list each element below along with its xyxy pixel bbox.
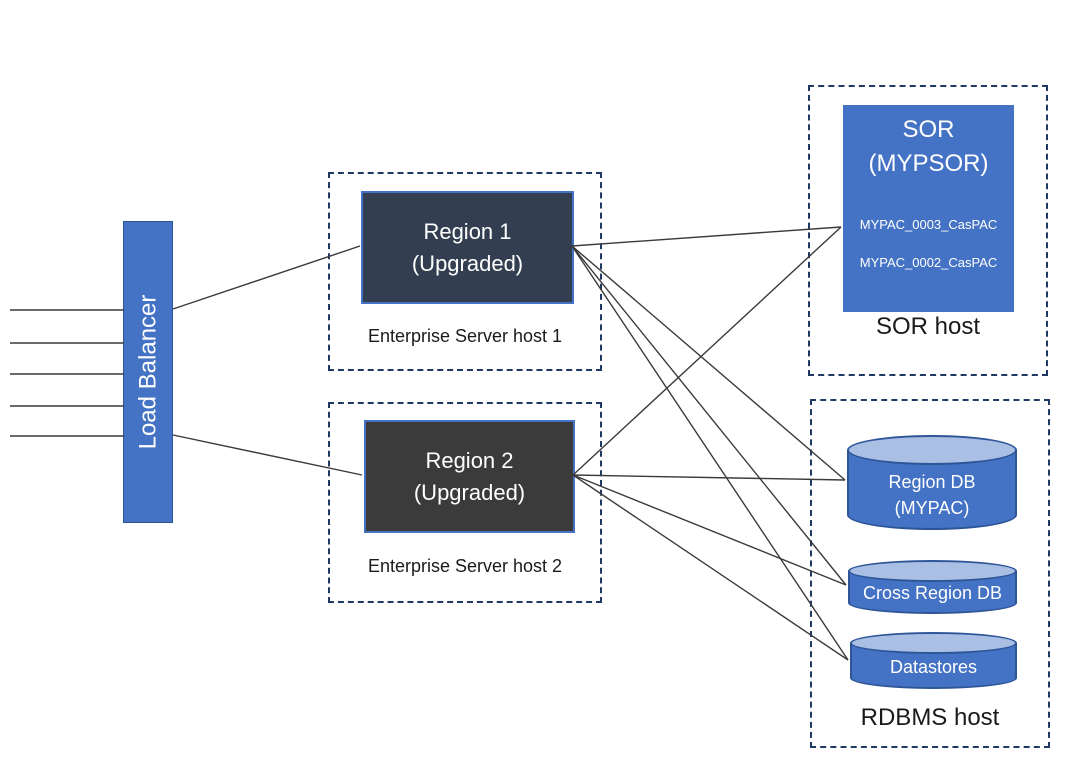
region-2-node: Region 2 (Upgraded) [364,420,575,533]
pac-item-0002: MYPAC_0002_CasPAC [859,255,998,270]
cross-region-db-label: Cross Region DB [862,583,1003,604]
connector-region-2-cross-region-db [572,474,847,586]
sor-host-group: SOR (MYPSOR) MYPAC_0003_CasPAC MYPAC_000… [808,85,1048,376]
enterprise-server-host-1-label: Enterprise Server host 1 [367,326,563,346]
connector-region-1-cross-region-db [571,245,847,586]
connector-region-2-datastores [572,474,849,661]
datastores-label: Datastores [889,656,978,677]
load-balancer-node: Load Balancer [123,221,173,523]
load-balancer-label: Load Balancer [134,294,161,450]
connector-region-1-sor [571,226,842,247]
sor-node-label: SOR (MYPSOR) [868,116,989,177]
region-2-label: Region 2 (Upgraded) [413,447,526,505]
cross-region-db-cylinder: Cross Region DB [848,560,1017,614]
region-1-node: Region 1 (Upgraded) [361,191,574,304]
pac-item-0003: MYPAC_0003_CasPAC [859,217,998,232]
rdbms-host-group: Region DB (MYPAC) Cross Region DB Datast… [810,399,1050,748]
connector-region-1-region-db [571,245,846,481]
cylinder-top-ellipse [850,632,1017,654]
region-db-cylinder: Region DB (MYPAC) [847,435,1017,530]
region-1-label: Region 1 (Upgraded) [411,218,524,276]
connector-region-2-sor [572,226,842,476]
rdbms-host-label: RDBMS host [860,704,1000,731]
connector-region-1-datastores [571,245,849,661]
datastores-cylinder: Datastores [850,632,1017,689]
sor-node: SOR (MYPSOR) MYPAC_0003_CasPAC MYPAC_000… [843,105,1014,312]
cylinder-top-ellipse [848,560,1017,582]
enterprise-server-host-2-label: Enterprise Server host 2 [367,556,563,576]
enterprise-server-host-1-group: Region 1 (Upgraded) Enterprise Server ho… [328,172,602,371]
connector-region-2-region-db [572,474,846,481]
sor-host-label: SOR host [875,313,981,340]
enterprise-server-host-2-group: Region 2 (Upgraded) Enterprise Server ho… [328,402,602,603]
cylinder-top-ellipse [847,435,1017,465]
region-db-label: Region DB (MYPAC) [888,472,976,518]
